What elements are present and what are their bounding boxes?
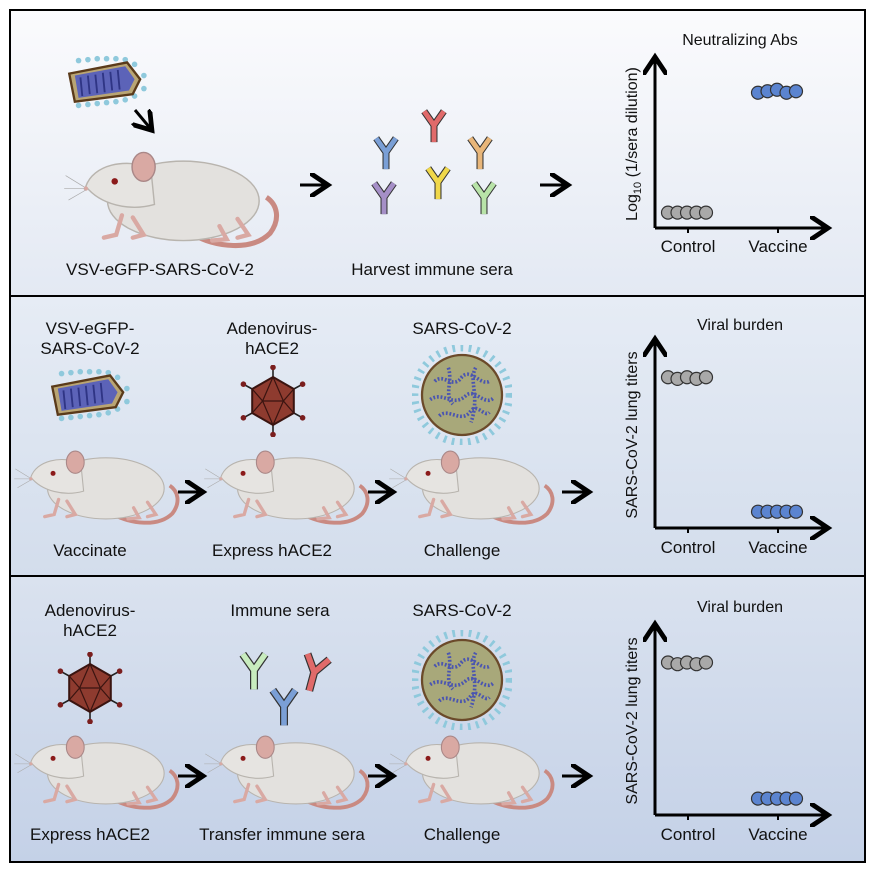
- vaccine-label-line2: SARS-CoV-2: [40, 339, 139, 358]
- adeno-label-line2: hACE2: [245, 339, 299, 358]
- step-transfer-sera: Transfer immune sera: [199, 825, 365, 844]
- data-point-control: [700, 656, 713, 669]
- panel-background: [10, 10, 865, 296]
- step-vaccinate: Vaccinate: [53, 541, 126, 560]
- chart-title: Neutralizing Abs: [682, 32, 798, 49]
- data-point-vaccine: [790, 505, 803, 518]
- panel-passive-transfer: Adenovirus- hACE2 Express hACE2 Immune s…: [10, 576, 865, 862]
- virus-label: SARS-CoV-2: [412, 319, 511, 338]
- adeno-label-line1: Adenovirus-: [45, 601, 136, 620]
- x-tick-label: Control: [661, 237, 716, 256]
- chart-title: Viral burden: [697, 599, 783, 616]
- x-tick-label: Vaccine: [748, 237, 807, 256]
- step-challenge: Challenge: [424, 825, 501, 844]
- x-tick-label: Vaccine: [748, 825, 807, 844]
- y-axis-label: SARS-CoV-2 lung titers: [624, 637, 641, 804]
- data-point-control: [700, 371, 713, 384]
- vaccine-label: VSV-eGFP-SARS-CoV-2: [66, 260, 254, 279]
- x-tick-label: Control: [661, 825, 716, 844]
- step-express-hace2: Express hACE2: [30, 825, 150, 844]
- harvest-label: Harvest immune sera: [351, 260, 513, 279]
- virus-label: SARS-CoV-2: [412, 601, 511, 620]
- panel-neutralizing-antibodies: VSV-eGFP-SARS-CoV-2 Harvest immune sera …: [10, 10, 865, 296]
- x-tick-label: Control: [661, 538, 716, 557]
- sera-label: Immune sera: [230, 601, 330, 620]
- data-point-control: [700, 206, 713, 219]
- data-point-vaccine: [790, 792, 803, 805]
- chart-title: Viral burden: [697, 317, 783, 334]
- step-express-hace2: Express hACE2: [212, 541, 332, 560]
- panel-vaccination-challenge: VSV-eGFP- SARS-CoV-2 Vaccinate Adenoviru…: [10, 296, 865, 576]
- step-challenge: Challenge: [424, 541, 501, 560]
- adeno-label-line1: Adenovirus-: [227, 319, 318, 338]
- x-tick-label: Vaccine: [748, 538, 807, 557]
- y-axis-label: SARS-CoV-2 lung titers: [624, 351, 641, 518]
- adeno-label-line2: hACE2: [63, 621, 117, 640]
- data-point-vaccine: [790, 85, 803, 98]
- vaccine-label-line1: VSV-eGFP-: [46, 319, 135, 338]
